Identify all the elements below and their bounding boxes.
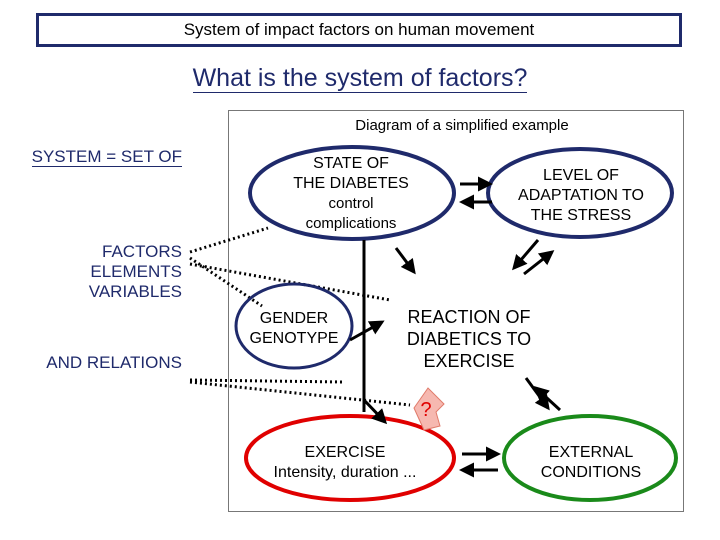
arrow-vertical-exercise [362, 398, 388, 425]
node-state-line2: THE DIABETES [293, 175, 409, 192]
node-level-line3: THE STRESS [530, 207, 632, 224]
node-exercise-line2: Intensity, duration ... [273, 464, 417, 481]
node-reaction-line3: EXERCISE [423, 351, 515, 371]
arrow-reaction-level-up [523, 250, 555, 276]
question-arrow-shape [413, 387, 445, 431]
arrow-reaction-external-1 [524, 377, 550, 411]
node-external-line2: CONDITIONS [540, 464, 642, 481]
header-title: System of impact factors on human moveme… [36, 13, 682, 47]
node-gender-line1: GENDER [259, 310, 329, 327]
node-state: STATE OF THE DIABETES control complicati… [258, 154, 444, 234]
subtitle-text: What is the system of factors? [192, 64, 528, 93]
node-gender-ellipse [234, 282, 354, 370]
node-gender-line2: GENOTYPE [249, 330, 339, 347]
node-external-ellipse [502, 414, 678, 502]
node-reaction: REACTION OF DIABETICS TO EXERCISE [384, 306, 554, 372]
diagram-caption: Diagram of a simplified example [355, 117, 569, 134]
node-state-ellipse [248, 145, 456, 241]
factors-label: FACTORS ELEMENTS VARIABLES [88, 242, 182, 301]
system-label: SYSTEM = SET OF [20, 147, 182, 167]
header-title-text: System of impact factors on human moveme… [183, 20, 535, 39]
question-mark: ? [420, 399, 432, 421]
connector-factors-reaction [189, 262, 391, 302]
node-level-line1: LEVEL OF [543, 167, 619, 184]
node-level: LEVEL OF ADAPTATION TO THE STRESS [492, 166, 670, 226]
node-external: EXTERNAL CONDITIONS [512, 443, 670, 483]
node-level-line2: ADAPTATION TO [518, 187, 644, 204]
node-external-line1: EXTERNAL [548, 444, 634, 461]
system-label-text: SYSTEM = SET OF [31, 147, 182, 167]
node-state-line1: STATE OF [313, 155, 389, 172]
diagram-frame [228, 110, 684, 512]
arrow-state-reaction [394, 247, 416, 275]
node-exercise: EXERCISE Intensity, duration ... [250, 443, 440, 483]
connector-relations-upper [189, 378, 345, 384]
node-exercise-ellipse [244, 414, 456, 502]
arrow-gender-reaction [349, 320, 385, 342]
connector-relations-lower [189, 380, 411, 407]
connector-factors-state [189, 226, 269, 254]
arrow-reaction-external-2 [533, 385, 562, 412]
arrow-level-reaction-down [512, 239, 540, 271]
node-level-ellipse [486, 147, 674, 239]
node-state-line3: control [328, 195, 374, 212]
node-reaction-line1: REACTION OF [407, 307, 531, 327]
node-state-line4: complications [305, 215, 397, 232]
node-exercise-line1: EXERCISE [304, 444, 386, 461]
node-reaction-line2: DIABETICS TO [406, 329, 532, 349]
subtitle: What is the system of factors? [0, 64, 720, 93]
node-gender: GENDER GENOTYPE [232, 309, 356, 349]
relations-label: AND RELATIONS [46, 353, 182, 372]
